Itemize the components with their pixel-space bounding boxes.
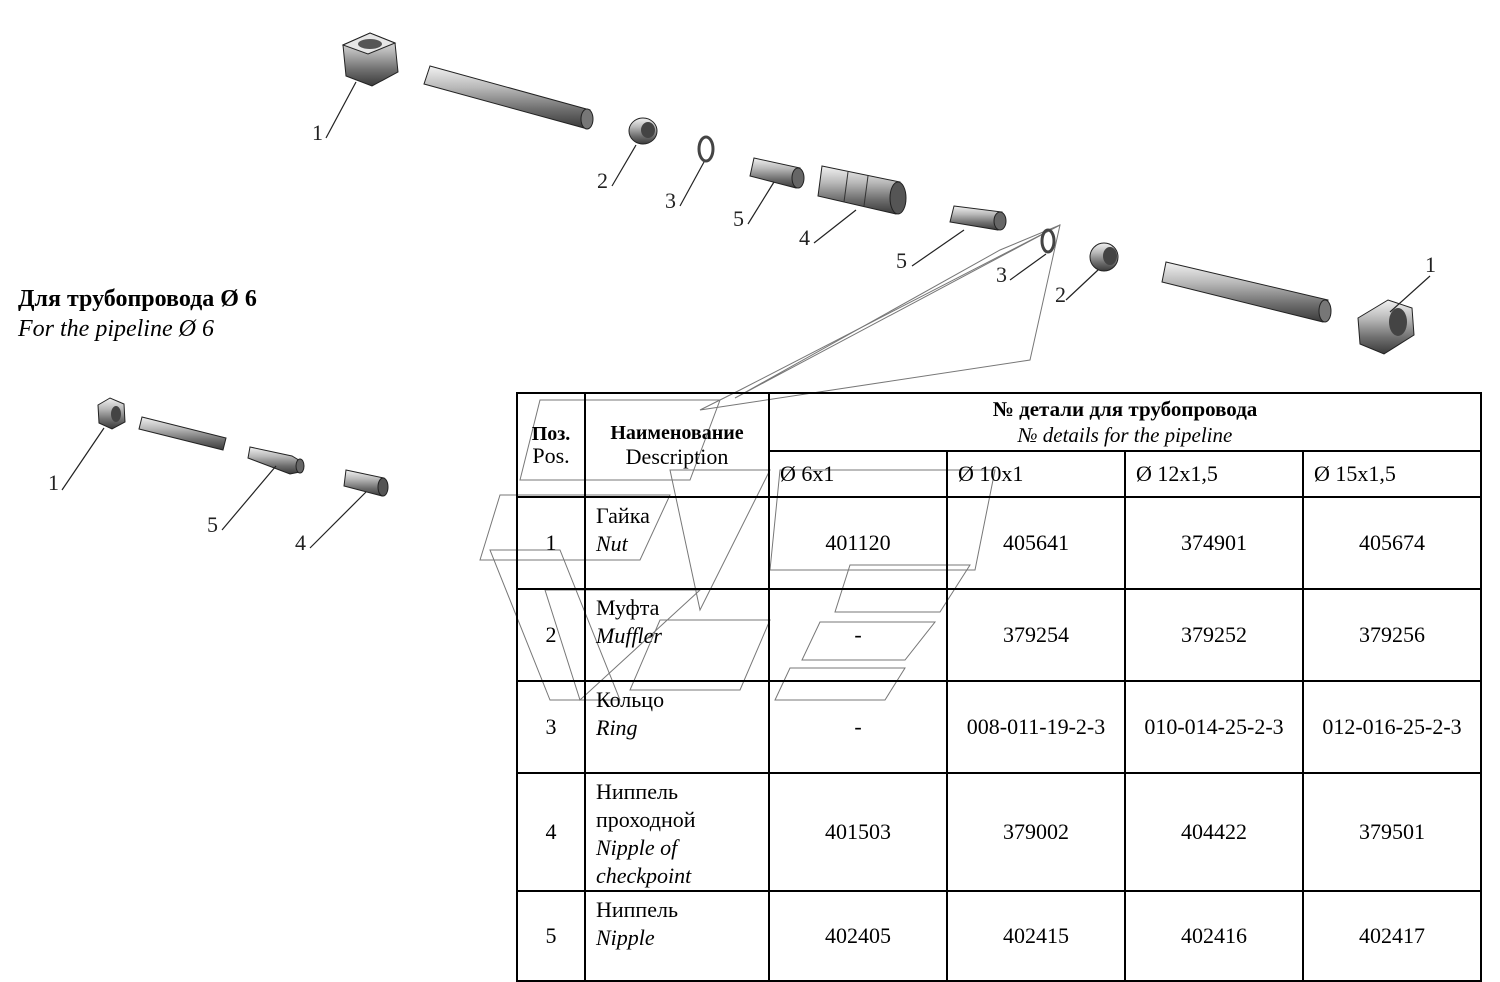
hex-nut-small-part [97,397,126,430]
part-number-cell: 402405 [768,890,948,982]
callout-1-right: 1 [1425,252,1436,277]
name-en: Ring [596,715,638,740]
name-cell: Ниппель Nipple [584,890,770,982]
name-en: Muffler [596,623,662,648]
pos-cell: 1 [516,496,586,590]
pos-cell: 2 [516,588,586,682]
part-number-cell: 405641 [946,496,1126,590]
callout-2-left: 2 [597,168,608,193]
callout-3-right: 3 [996,262,1007,287]
part-number-cell: - [768,588,948,682]
name-cell: Муфта Muffler [584,588,770,682]
part-number-cell: 402415 [946,890,1126,982]
part-number-cell: 402416 [1124,890,1304,982]
part-number-cell: 012-016-25-2-3 [1301,680,1483,774]
diameter-header: Ø 15x1,5 [1301,450,1483,498]
table-row: 1 Гайка Nut 401120 405641 374901 405674 [516,496,1483,590]
diameter-header: Ø 6x1 [768,450,948,498]
nipple-checkpoint-small-part [343,469,389,497]
pos-header: Поз. Pos. [516,392,586,498]
pipe-small-part [138,416,227,451]
pos-cell: 3 [516,680,586,774]
pos-cell: 4 [516,772,586,892]
parts-table: Поз. Pos. Наименование Description № дет… [516,392,1483,982]
part-number-cell: 379256 [1301,588,1483,682]
group-header-ru: № детали для трубопровода [992,397,1258,421]
description-header-ru: Наименование [610,422,744,444]
ring-left-part [697,135,715,163]
part-number-cell: 379002 [946,772,1126,892]
name-en: Nut [596,531,628,556]
heading-en: For the pipeline Ø 6 [18,316,214,342]
hex-nut-left-part [341,32,399,87]
ring-right-part [1040,228,1056,254]
name-ru: Гайка [596,503,650,528]
name-ru: Ниппель [596,897,678,922]
callout-5-left: 5 [733,206,744,231]
callout-1-left: 1 [312,120,323,145]
part-number-group-header: № детали для трубопровода № details for … [767,392,1483,452]
diameter-header: Ø 10x1 [946,450,1126,498]
nipple-checkpoint-part [817,165,907,215]
name-ru: Кольцо [596,687,665,712]
name-cell: Кольцо Ring [584,680,770,774]
part-number-cell: 402417 [1301,890,1483,982]
pipe-left-part [423,65,594,130]
nipple-small-part [247,446,305,475]
part-number-cell: 405674 [1301,496,1483,590]
table-row: 2 Муфта Muffler - 379254 379252 379256 [516,588,1483,682]
diameter-header: Ø 12x1,5 [1124,450,1304,498]
section-heading: Для трубопровода Ø 6 For the pipeline Ø … [18,284,257,344]
part-number-cell: 404422 [1124,772,1304,892]
name-cell: Гайка Nut [584,496,770,590]
name-en: Nipple of checkpoint [596,835,692,888]
heading-ru: Для трубопровода Ø 6 [18,286,257,312]
part-number-cell: 401120 [768,496,948,590]
part-number-cell: 379501 [1301,772,1483,892]
part-number-cell: 379254 [946,588,1126,682]
callout-5-right: 5 [896,248,907,273]
pipe-right-part [1161,261,1332,323]
callout-small-5: 5 [207,512,218,537]
muffler-right-part [1089,242,1119,272]
hex-nut-right-part [1357,299,1415,355]
main-assembly: 1 2 3 5 4 5 3 2 1 [312,32,1436,355]
callout-3-left: 3 [665,188,676,213]
pos-header-ru: Поз. [531,423,571,445]
description-header-en: Description [625,444,729,469]
table-row: 4 Ниппель проходной Nipple of checkpoint… [516,772,1483,892]
muffler-left-part [628,117,658,145]
callout-small-4: 4 [295,530,306,555]
callout-small-1: 1 [48,470,59,495]
group-header-en: № details for the pipeline [1017,423,1233,447]
pos-cell: 5 [516,890,586,982]
table-row: 5 Ниппель Nipple 402405 402415 402416 40… [516,890,1483,982]
name-ru: Муфта [596,595,660,620]
table-row: 3 Кольцо Ring - 008-011-19-2-3 010-014-2… [516,680,1483,774]
part-number-cell: 374901 [1124,496,1304,590]
name-cell: Ниппель проходной Nipple of checkpoint [584,772,770,892]
nipple-left-part [749,157,805,189]
callout-4-center: 4 [799,225,810,250]
description-header: Наименование Description [584,392,770,498]
nipple-right-part [949,205,1007,231]
callout-2-right: 2 [1055,282,1066,307]
part-number-cell: - [768,680,948,774]
part-number-cell: 010-014-25-2-3 [1124,680,1304,774]
part-number-cell: 008-011-19-2-3 [946,680,1126,774]
part-number-cell: 401503 [768,772,948,892]
name-en: Nipple [596,925,655,950]
pos-header-en: Pos. [532,443,570,468]
small-assembly: 1 5 4 [48,397,389,555]
part-number-cell: 379252 [1124,588,1304,682]
name-ru: Ниппель проходной [596,779,696,832]
